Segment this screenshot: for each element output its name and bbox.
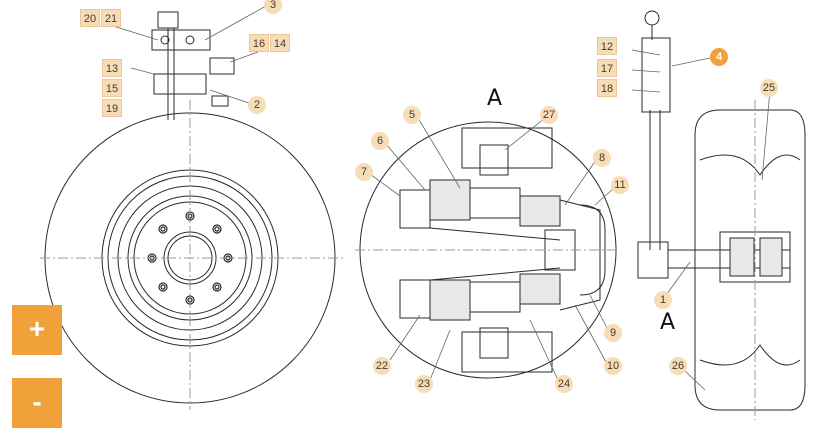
callout-10[interactable]: 10 [604,357,622,375]
zoom-in-button[interactable]: + [12,305,62,355]
callout-14[interactable]: 14 [270,34,290,52]
callout-19[interactable]: 19 [102,99,122,117]
callout-23[interactable]: 23 [415,375,433,393]
callout-5[interactable]: 5 [403,106,421,124]
callout-24[interactable]: 24 [555,375,573,393]
callout-11[interactable]: 11 [611,176,629,194]
callout-13[interactable]: 13 [102,59,122,77]
callout-20[interactable]: 20 [80,9,100,27]
callout-1[interactable]: 1 [654,291,672,309]
callout-25[interactable]: 25 [760,79,778,97]
callout-26[interactable]: 26 [669,357,687,375]
callout-16[interactable]: 16 [249,34,269,52]
callout-2[interactable]: 2 [248,96,266,114]
wheel-front-view [40,11,345,410]
hub-side-view [637,10,806,420]
hub-section-view [355,121,620,379]
callout-7[interactable]: 7 [355,163,373,181]
callout-22[interactable]: 22 [373,357,391,375]
callout-12[interactable]: 12 [597,37,617,55]
callout-21[interactable]: 21 [101,9,121,27]
section-label-bottom: A [660,310,676,335]
callout-18[interactable]: 18 [597,79,617,97]
callout-6[interactable]: 6 [371,132,389,150]
callout-27[interactable]: 27 [540,106,558,124]
callout-17[interactable]: 17 [597,59,617,77]
section-label-top: A [487,86,503,111]
callout-9[interactable]: 9 [604,324,622,342]
callout-4-highlighted[interactable]: 4 [710,48,728,66]
zoom-out-button[interactable]: - [12,378,62,428]
callout-15[interactable]: 15 [102,79,122,97]
callout-8[interactable]: 8 [593,149,611,167]
callout-3[interactable]: 3 [264,0,282,14]
